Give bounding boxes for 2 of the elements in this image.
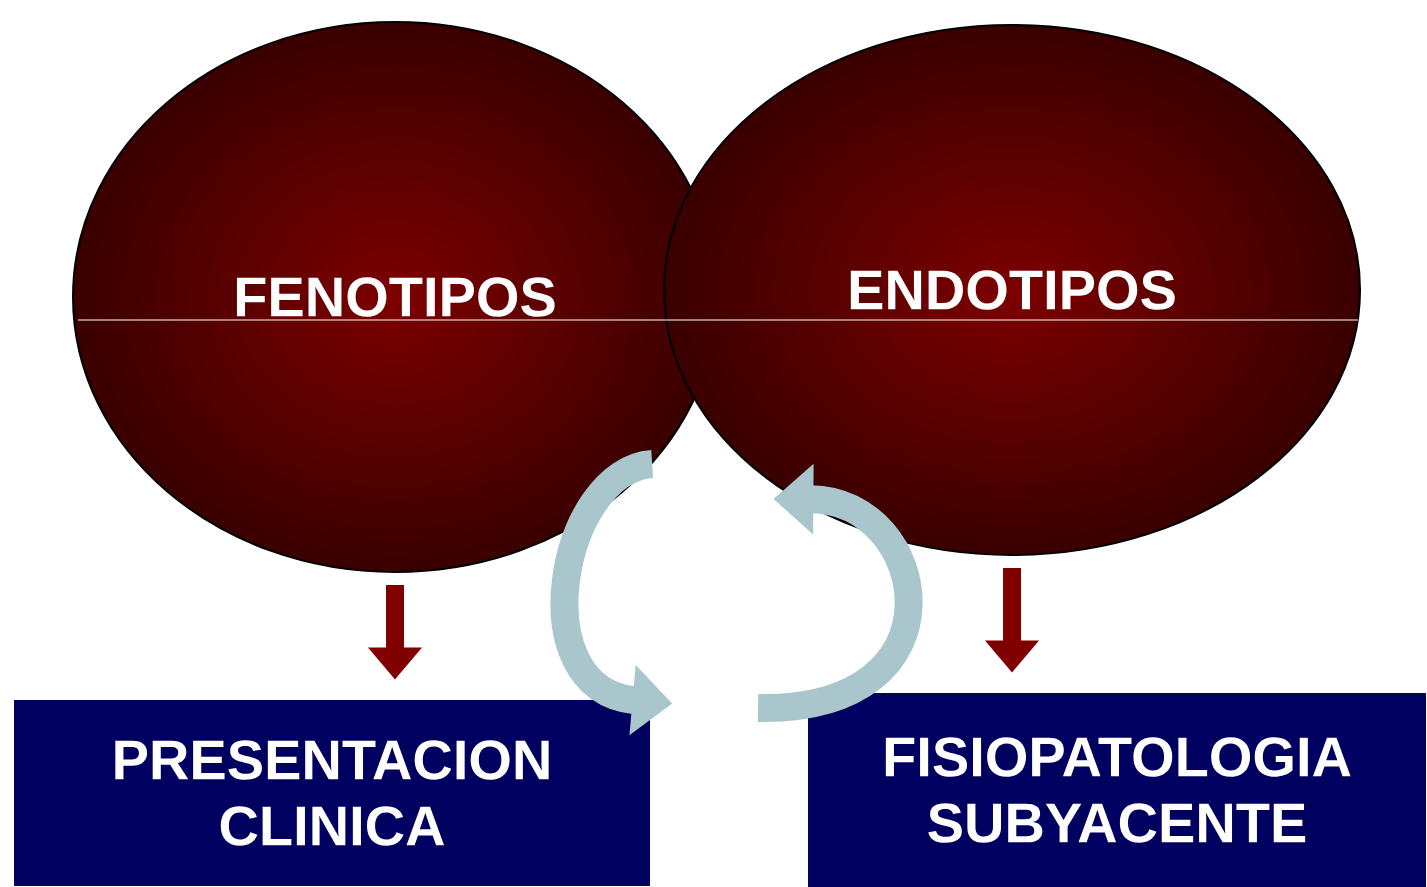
label-box: FISIOPATOLOGIA SUBYACENTE bbox=[808, 693, 1426, 887]
label-box: PRESENTACION CLINICA bbox=[14, 700, 650, 886]
